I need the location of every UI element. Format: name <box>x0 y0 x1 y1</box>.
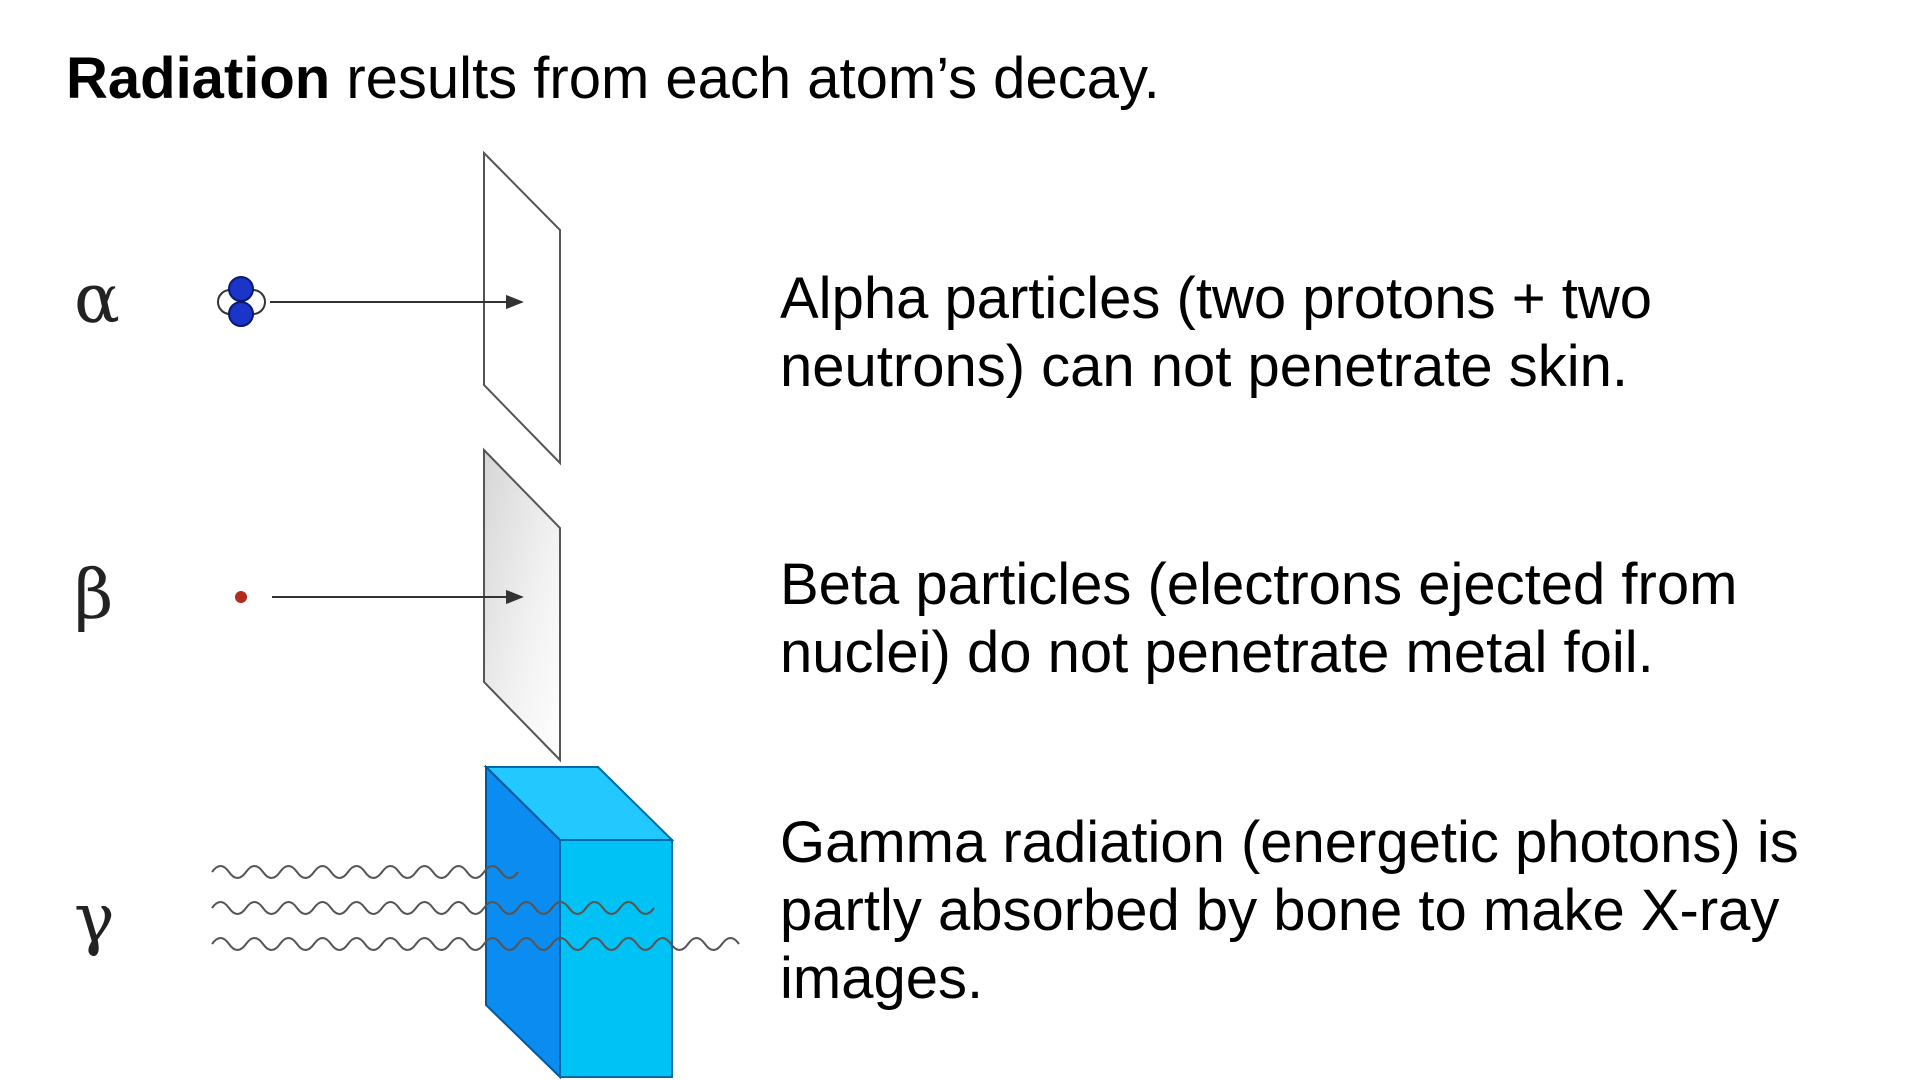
title-bold-word: Radiation <box>66 46 331 111</box>
alpha-particle-icon <box>217 276 266 327</box>
beta-symbol: β <box>74 556 114 635</box>
page-title: Radiation results from each atom’s decay… <box>66 42 1160 116</box>
absorber-block <box>483 764 675 1080</box>
beta-description: Beta particles (electrons ejected from n… <box>780 552 1738 685</box>
gamma-wave-short <box>211 865 519 879</box>
gamma-wave-medium <box>211 901 655 915</box>
gamma-wave-long <box>211 937 740 951</box>
metal-foil <box>483 447 561 763</box>
alpha-symbol: α <box>74 260 120 339</box>
title-rest: results from each atom’s decay. <box>330 46 1160 111</box>
gamma-description: Gamma radiation (energetic photons) is p… <box>780 810 1799 1011</box>
skin-plate <box>483 150 561 466</box>
gamma-waves <box>211 865 740 951</box>
beta-particle-icon <box>235 591 247 603</box>
block-side-face <box>559 839 673 1078</box>
gamma-symbol: γ <box>74 880 115 959</box>
alpha-description: Alpha particles (two protons + two neutr… <box>780 266 1653 399</box>
